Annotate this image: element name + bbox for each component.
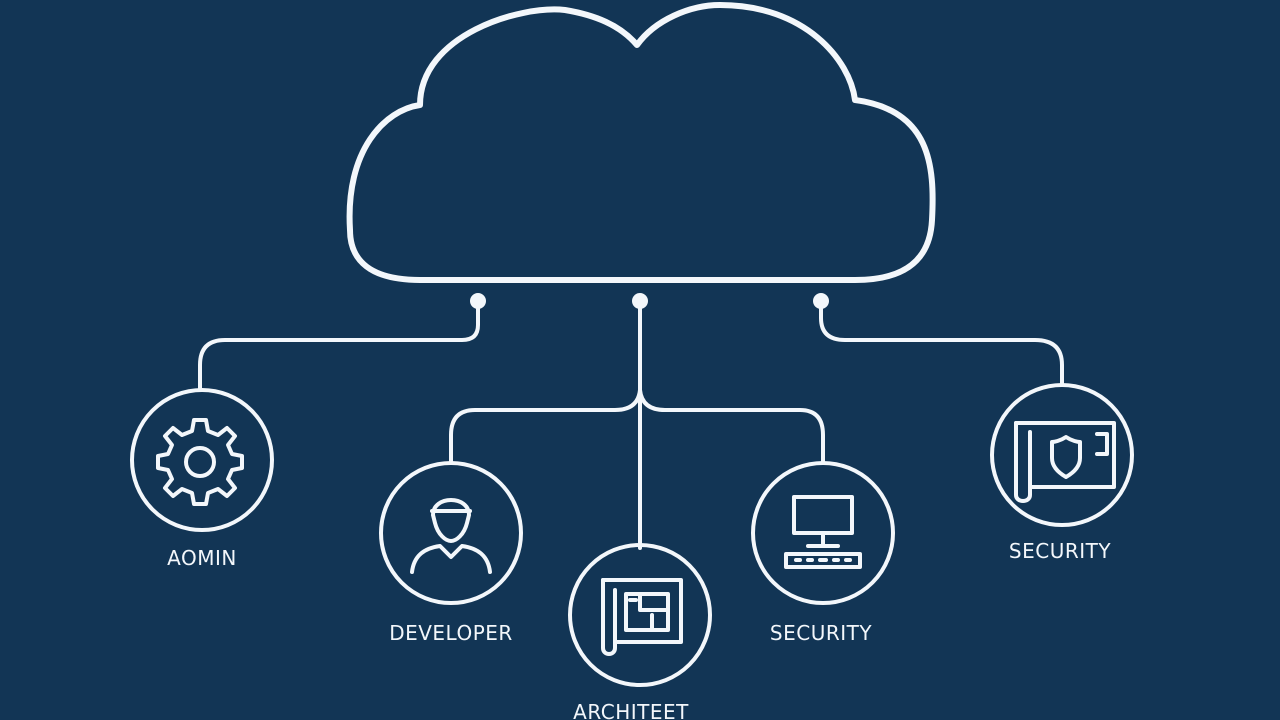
developer-label: DEVELOPER <box>389 621 513 645</box>
admin-label: AOMIN <box>167 546 237 570</box>
cloud-icon <box>346 2 936 283</box>
developer-node-circle <box>379 461 523 605</box>
shield-icon <box>1014 421 1116 503</box>
admin-node-circle <box>130 388 274 532</box>
architect-node-circle <box>568 543 712 687</box>
connector-admin <box>198 299 480 392</box>
connector-security-shield <box>819 299 1064 387</box>
person-icon <box>410 498 492 574</box>
security-shield-label: SECURITY <box>1008 539 1112 563</box>
gear-icon <box>156 418 244 506</box>
connector-developer <box>449 388 642 464</box>
architect-label: ARCHITEET <box>573 700 689 720</box>
blueprint-icon <box>601 578 683 656</box>
security-shield-node-circle <box>990 383 1134 527</box>
security-workstation-label: SECURITY <box>769 621 873 645</box>
computer-icon <box>784 495 862 569</box>
connector-security-workstation <box>638 388 825 464</box>
security-workstation-node-circle <box>751 461 895 605</box>
